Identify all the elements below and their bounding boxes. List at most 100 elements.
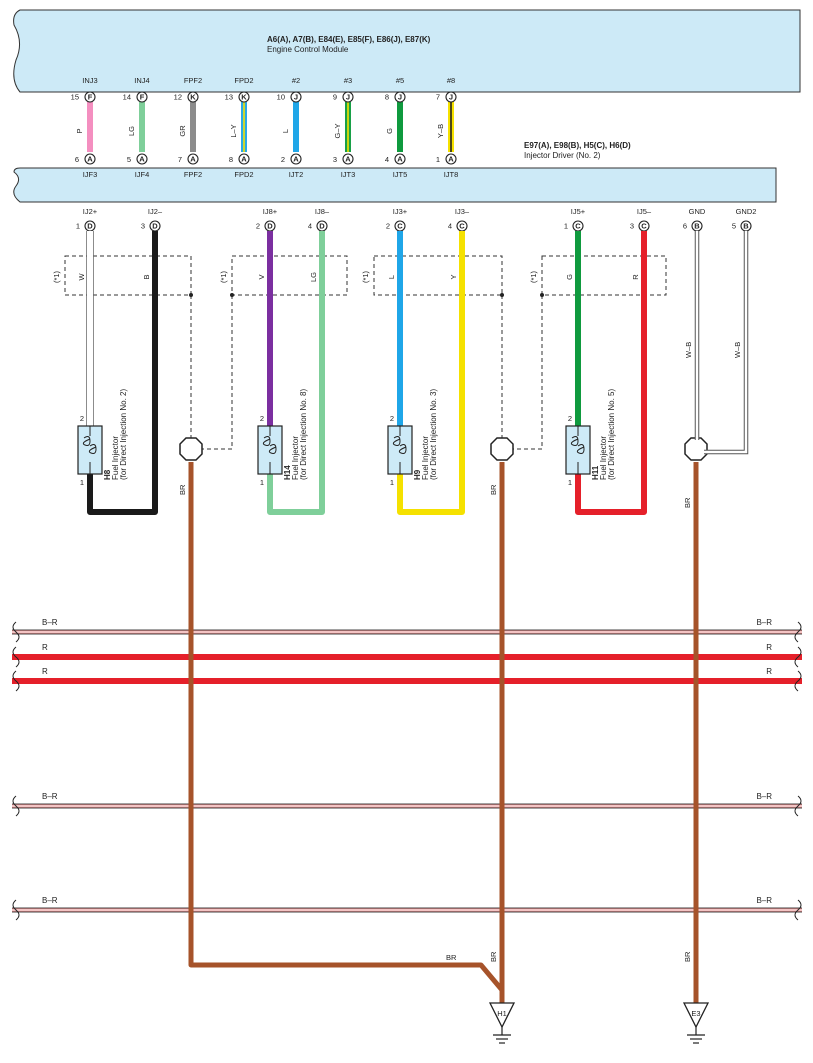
ground-e3-triangle — [682, 1002, 710, 1029]
driver-top-pin-1-connector: A — [139, 155, 145, 164]
ground-e3: E3 — [682, 1002, 710, 1044]
gnd-wires: W–B W–B — [684, 231, 749, 455]
ecm-pin-6-circle — [394, 91, 406, 103]
bus-1-break-left — [12, 646, 20, 668]
inj-2-name: Fuel Injector — [421, 436, 430, 480]
inj-0-pin-bottom: 1 — [80, 478, 84, 487]
ecm-pin-0-circle — [84, 91, 96, 103]
shield-junction-3 — [540, 293, 544, 297]
inj-1-minus-color: LG — [309, 272, 318, 282]
driver-bottom-pin-8-connector: B — [694, 222, 700, 231]
br-label-bottom-mid: BR — [489, 951, 498, 962]
ground-h1-label: H1 — [497, 1009, 507, 1018]
inj-2-pin-top: 2 — [390, 414, 394, 423]
driver-top-pin-0-connector: A — [87, 155, 93, 164]
driver-bottom-label-7: IJ5– — [637, 207, 652, 216]
driver-bottom-pin-4-connector: C — [397, 222, 403, 231]
ecm-pin-num-7: 7 — [436, 93, 440, 102]
inj-0-minus-wire — [87, 231, 158, 515]
gnd-wire-2 — [704, 231, 749, 455]
shield-box-1 — [231, 255, 348, 296]
driver-bottom-label-2: IJ8+ — [263, 207, 278, 216]
driver-bottom-num-4: 2 — [386, 222, 390, 231]
bus-2-break-left — [12, 670, 20, 692]
inj-3-pin-top: 2 — [568, 414, 572, 423]
shield-junction-1 — [230, 293, 234, 297]
ecm-box — [13, 9, 801, 93]
br-label-mid: BR — [489, 484, 498, 495]
driver-bottom-pin-1-connector: D — [152, 222, 158, 231]
injector-driver-box — [13, 167, 777, 203]
bus-0-break-right — [794, 621, 802, 643]
ecm-pin-label-6: #5 — [396, 76, 404, 85]
bus-4-label-left: B–R — [42, 896, 58, 905]
driver-top-pin-6-connector: A — [397, 155, 403, 164]
shield-junction-0 — [189, 293, 193, 297]
driver-bottom-pin-6-connector: C — [575, 222, 581, 231]
driver-top-pin-3-circle — [238, 153, 250, 165]
ecm-pin-6-connector: J — [398, 93, 402, 102]
ecm-pin-4-connector: J — [294, 93, 298, 102]
driver-subtitle: Injector Driver (No. 2) — [524, 151, 601, 160]
bus-0-label-right: B–R — [756, 618, 772, 627]
driver-bottom-label-9: GND2 — [736, 207, 757, 216]
inj-1-id: H14 — [283, 465, 292, 480]
ground-symbols: H1 E3 — [488, 1002, 710, 1044]
inj-3-name: Fuel Injector — [599, 436, 608, 480]
driver-top-pin-4-circle — [290, 153, 302, 165]
inj-3-minus-color: R — [631, 274, 640, 280]
bus-0-break-left — [12, 621, 20, 643]
bus-3-label-left: B–R — [42, 792, 58, 801]
inj-3-plus-color: G — [565, 274, 574, 280]
ecm-pin-3-circle — [238, 91, 250, 103]
driver-top-label-5: IJT3 — [341, 170, 356, 179]
driver-bottom-pin-9-connector: B — [743, 222, 749, 231]
inj-3-sub: (for Direct Injection No. 5) — [607, 389, 616, 480]
bus-2-break-right — [794, 670, 802, 692]
ecm-pin-label-4: #2 — [292, 76, 300, 85]
bus-3-label-right: B–R — [756, 792, 772, 801]
br-label-bottom-horizontal: BR — [446, 953, 457, 962]
ecm-pin-num-0: 15 — [71, 93, 79, 102]
driver-title: E97(A), E98(B), H5(C), H6(D) — [524, 141, 631, 150]
ecm-pin-num-1: 14 — [123, 93, 131, 102]
ground-e3-label: E3 — [691, 1009, 700, 1018]
ecm-pin-num-3: 13 — [225, 93, 233, 102]
ecm-subtitle: Engine Control Module — [267, 45, 349, 54]
ground-h1: H1 — [488, 1002, 516, 1044]
ecm-pin-0-connector: F — [88, 93, 93, 102]
ecm-wire-color-6: G — [385, 128, 394, 134]
ecm-pin-2-connector: K — [190, 93, 196, 102]
driver-bottom-label-1: IJ2– — [148, 207, 163, 216]
driver-bottom-pin-7-connector: C — [641, 222, 647, 231]
gnd-wire-2-core — [704, 231, 748, 454]
driver-top-num-1: 5 — [127, 155, 131, 164]
splice-point-mid — [490, 437, 514, 461]
driver-bottom-label-8: GND — [689, 207, 706, 216]
driver-top-pin-0-circle — [84, 153, 96, 165]
shield-note-0: (*1) — [52, 270, 61, 283]
driver-bottom-label-6: IJ5+ — [571, 207, 586, 216]
splice-points — [179, 437, 708, 461]
inj-0-pin-top: 2 — [80, 414, 84, 423]
driver-top-pin-5-circle — [342, 153, 354, 165]
bus-4-label-right: B–R — [756, 896, 772, 905]
inj-2-minus-color: Y — [449, 274, 458, 279]
driver-bottom-num-2: 2 — [256, 222, 260, 231]
bus-3-break-left — [12, 795, 20, 817]
driver-bottom-label-5: IJ3– — [455, 207, 470, 216]
driver-top-num-7: 1 — [436, 155, 440, 164]
br-wire-left — [188, 462, 505, 1003]
driver-bottom-label-4: IJ3+ — [393, 207, 408, 216]
ecm-wire-color-4: L — [281, 129, 290, 133]
inj-2-pin-bottom: 1 — [390, 478, 394, 487]
shield-note-3: (*1) — [529, 270, 538, 283]
ecm-pin-num-6: 8 — [385, 93, 389, 102]
engine-control-module: A6(A), A7(B), E84(E), E85(F), E86(J), E8… — [13, 9, 801, 93]
driver-bottom-num-6: 1 — [564, 222, 568, 231]
